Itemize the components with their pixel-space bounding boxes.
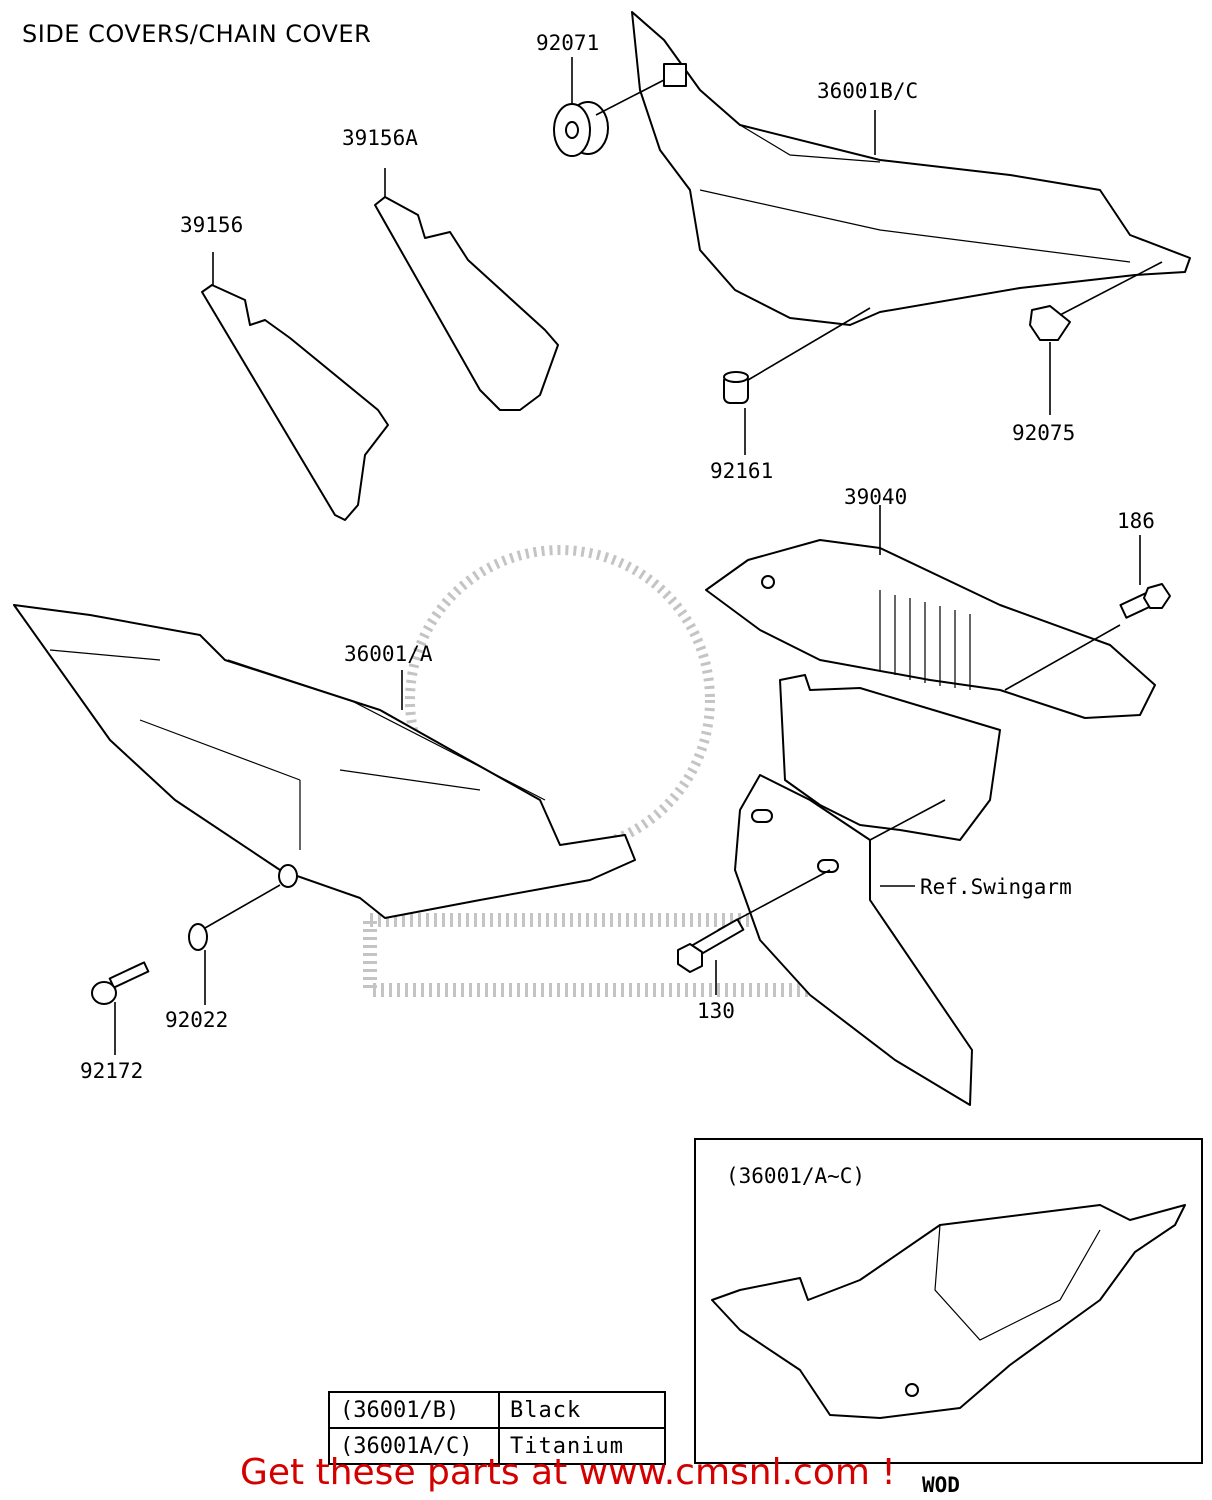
- table-row: (36001/B) Black: [328, 1391, 666, 1429]
- color-name-cell: Black: [498, 1391, 666, 1429]
- chain-cover-ribs: [879, 590, 971, 690]
- label-92022: 92022: [165, 1008, 228, 1032]
- bolt-130: [677, 918, 745, 973]
- color-code-cell: (36001/B): [328, 1391, 500, 1429]
- side-cover-lower-36001A: [13, 604, 636, 919]
- screw-92172: [91, 961, 150, 1005]
- chain-cover-39040: [705, 539, 1156, 719]
- label-92071: 92071: [536, 31, 599, 55]
- label-92172: 92172: [80, 1059, 143, 1083]
- side-cover-plate-39156: [201, 284, 389, 521]
- washer-92022: [188, 923, 208, 951]
- table-row: (36001A/C) Titanium: [328, 1427, 666, 1465]
- grommet-92071: [553, 101, 609, 157]
- grommet-92161: [723, 371, 749, 404]
- label-36001A: 36001/A: [344, 642, 433, 666]
- clip-92075: [1029, 305, 1071, 341]
- watermark-logo: [363, 545, 837, 997]
- page-title: SIDE COVERS/CHAIN COVER: [22, 20, 372, 48]
- color-name-cell: Titanium: [498, 1427, 666, 1465]
- footer-link-text[interactable]: Get these parts at www.cmsnl.com !: [240, 1452, 896, 1493]
- swingarm-ref: [734, 774, 973, 1106]
- corner-mark: WOD: [922, 1473, 960, 1497]
- color-table: (36001/B) Black (36001A/C) Titanium: [328, 1391, 666, 1465]
- label-36001BC: 36001B/C: [817, 79, 918, 103]
- label-39156A: 39156A: [342, 126, 418, 150]
- bolt-186: [1119, 583, 1171, 619]
- inset-box: [694, 1138, 1203, 1464]
- inset-title: (36001/A~C): [726, 1164, 866, 1188]
- color-code-cell: (36001A/C): [328, 1427, 500, 1465]
- label-130: 130: [697, 999, 735, 1023]
- label-92161: 92161: [710, 459, 773, 483]
- cover-hole: [278, 864, 298, 888]
- label-ref-swingarm: Ref.Swingarm: [920, 875, 1072, 899]
- side-cover-plate-39156A: [374, 196, 559, 411]
- clip-92071-mount: [663, 63, 687, 87]
- side-cover-upper: [631, 11, 1191, 326]
- label-186: 186: [1117, 509, 1155, 533]
- label-39040: 39040: [844, 485, 907, 509]
- label-92075: 92075: [1012, 421, 1075, 445]
- inset-side-cover: [711, 1204, 1186, 1419]
- label-39156: 39156: [180, 213, 243, 237]
